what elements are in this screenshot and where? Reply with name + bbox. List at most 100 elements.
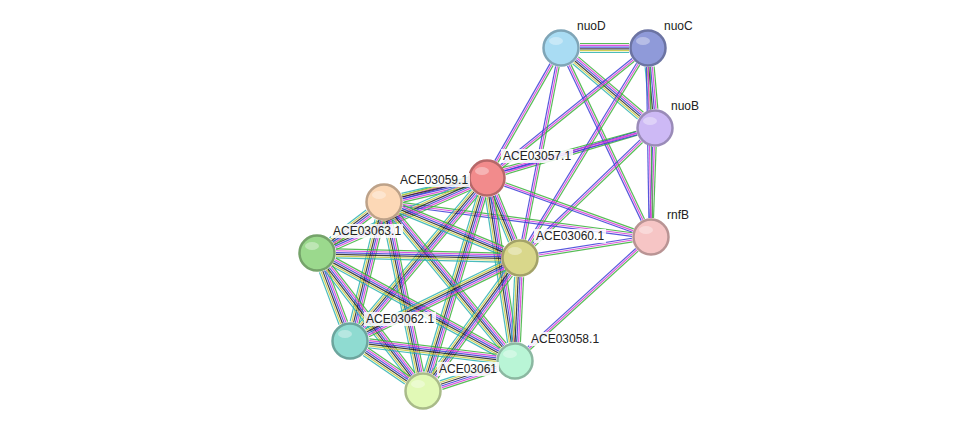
interaction-edge <box>402 131 637 198</box>
evidence-line <box>363 355 405 384</box>
node-circle-shape <box>638 111 673 146</box>
node-circle-shape <box>470 161 505 196</box>
interaction-edge <box>511 277 523 342</box>
node-circle-shape <box>503 241 538 276</box>
node-label: ACE03059.1 <box>398 173 470 187</box>
node-circle <box>636 109 674 147</box>
interaction-edge <box>333 182 472 250</box>
evidence-line <box>498 65 553 162</box>
evidence-line <box>505 184 633 230</box>
evidence-line <box>366 351 408 380</box>
evidence-line <box>580 45 629 46</box>
node-highlight <box>639 226 653 234</box>
evidence-line <box>539 242 632 257</box>
node-circle-shape <box>634 220 669 255</box>
node-label: ACE03060.1 <box>534 229 606 243</box>
node-highlight <box>411 380 425 388</box>
node-highlight <box>372 191 386 199</box>
evidence-line <box>502 60 633 166</box>
node-highlight <box>475 167 489 175</box>
node-highlight <box>636 37 650 45</box>
evidence-line <box>403 135 637 199</box>
protein-node: nuoB <box>636 109 674 147</box>
node-highlight <box>305 242 319 250</box>
node-highlight <box>508 247 522 255</box>
node-circle-shape <box>406 374 441 409</box>
protein-node: ACE03062.1 <box>331 322 369 360</box>
node-highlight <box>643 117 657 125</box>
evidence-line <box>576 60 641 115</box>
evidence-line <box>504 186 632 232</box>
evidence-line <box>364 354 406 383</box>
protein-node: ACE03058.1 <box>496 342 534 380</box>
node-circle <box>331 322 369 360</box>
evidence-line <box>575 61 640 116</box>
node-highlight <box>549 37 563 45</box>
node-circle-shape <box>498 344 533 379</box>
evidence-line <box>326 270 346 322</box>
evidence-line <box>393 220 500 350</box>
evidence-line <box>323 271 343 323</box>
node-circle <box>632 218 670 256</box>
evidence-line <box>336 258 501 262</box>
protein-node: ACE03061 <box>404 372 442 410</box>
interaction-edge <box>368 339 496 363</box>
node-label: ACE03057.1 <box>501 149 573 163</box>
node-label: nuoB <box>669 99 701 113</box>
evidence-line <box>580 43 629 44</box>
node-circle-shape <box>631 31 666 66</box>
evidence-line <box>580 50 629 51</box>
interaction-edge <box>528 248 638 349</box>
node-label: nuoC <box>662 19 695 33</box>
evidence-line <box>369 346 496 361</box>
protein-node: ACE03057.1 <box>468 159 506 197</box>
protein-node: nuoD <box>542 29 580 67</box>
evidence-line <box>511 277 514 342</box>
node-circle-shape <box>300 236 335 271</box>
node-circle <box>496 342 534 380</box>
node-label: rnfB <box>665 208 691 222</box>
evidence-line <box>580 52 629 53</box>
node-label: ACE03061 <box>437 362 499 376</box>
evidence-line <box>365 352 407 381</box>
evidence-line <box>580 46 629 47</box>
node-highlight <box>338 330 352 338</box>
interaction-edge <box>363 348 410 384</box>
node-highlight <box>503 350 517 358</box>
protein-node: ACE03063.1 <box>298 234 336 272</box>
evidence-line <box>529 250 637 348</box>
node-label: nuoD <box>575 19 608 33</box>
node-circle-shape <box>333 324 368 359</box>
interaction-edge <box>580 44 629 53</box>
node-label: ACE03063.1 <box>331 224 403 238</box>
interaction-edge <box>319 269 347 325</box>
node-circle-shape <box>544 31 579 66</box>
evidence-line <box>369 344 496 359</box>
protein-node: ACE03060.1 <box>501 239 539 277</box>
evidence-line <box>501 59 632 165</box>
evidence-line <box>369 270 505 336</box>
node-circle <box>365 183 403 221</box>
evidence-line <box>325 270 345 322</box>
protein-node: rnfB <box>632 218 670 256</box>
node-circle <box>468 159 506 197</box>
node-circle-shape <box>367 185 402 220</box>
evidence-line <box>367 350 409 379</box>
evidence-line <box>402 133 636 197</box>
evidence-line <box>368 348 410 377</box>
node-label: ACE03058.1 <box>529 332 601 346</box>
evidence-line <box>400 213 501 255</box>
node-circle <box>629 29 667 67</box>
evidence-line <box>528 248 636 346</box>
evidence-line <box>580 48 629 49</box>
node-label: ACE03062.1 <box>364 312 436 326</box>
protein-node: nuoC <box>629 29 667 67</box>
interaction-edge <box>501 59 635 168</box>
protein-node: ACE03059.1 <box>365 183 403 221</box>
node-circle <box>501 239 539 277</box>
evidence-line <box>577 58 642 113</box>
node-circle <box>542 29 580 67</box>
interaction-edge <box>336 249 501 262</box>
node-circle <box>298 234 336 272</box>
node-circle <box>404 372 442 410</box>
